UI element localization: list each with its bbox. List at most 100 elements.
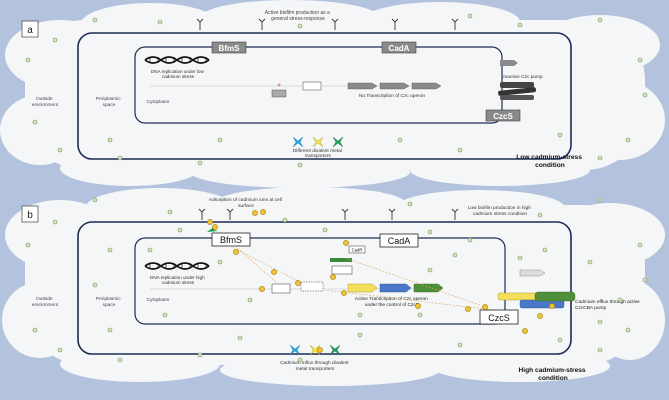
- ion-dot: [457, 147, 463, 153]
- panel-b-receptors: [198, 208, 459, 220]
- ion-dot: [57, 347, 63, 353]
- panel-b-active-pump: [497, 269, 576, 309]
- panel-a-receptors: [196, 18, 459, 30]
- panel-a-no-transcription: No Transcription of Czc operon: [359, 93, 425, 99]
- panel-b-cadmium-ions: [207, 209, 555, 353]
- ion-dot: [233, 249, 239, 255]
- panel-b-pump-czca: [534, 291, 576, 302]
- panel-a-bfms-label: BfmS: [219, 44, 241, 53]
- ion-dot: [259, 286, 265, 292]
- ion-dot: [597, 347, 603, 353]
- ion-dot: [177, 227, 183, 233]
- panel-b-bfms-box: [211, 232, 251, 247]
- panel-b-dna-helix: [144, 262, 210, 270]
- ion-dot: [597, 17, 603, 23]
- ion-dot: [557, 337, 563, 343]
- panel-a-dna-label: DNA replication under low cadmium stress: [151, 69, 205, 79]
- panel-b-letter-box: [21, 205, 39, 223]
- panel-a-cada-label: CadA: [389, 44, 410, 53]
- ion-dot: [212, 224, 218, 230]
- panel-b-transporter-blue: [289, 344, 301, 356]
- ion-dot: [343, 240, 349, 246]
- ion-dot: [107, 247, 113, 253]
- ion-dot: [167, 209, 173, 215]
- ion-dot: [517, 22, 523, 28]
- panel-b-inner-membrane: [134, 237, 506, 325]
- ion-dot: [32, 119, 38, 125]
- ion-dot: [457, 342, 463, 348]
- panel-b-transporter-green: [329, 344, 341, 356]
- panel-b-letter: b: [27, 210, 33, 221]
- panel-a-transporters-label: Different divalent metal transporters: [293, 148, 343, 159]
- panel-b-pump-czcb: [519, 299, 565, 309]
- ion-dot: [617, 297, 623, 303]
- panel-b-periplasmic-label: Periplasmic space: [96, 296, 122, 308]
- ion-dot: [217, 137, 223, 143]
- panel-a-ions: [25, 13, 648, 168]
- ion-dot: [282, 217, 288, 223]
- ion-dot: [217, 259, 223, 265]
- ion-dot: [642, 277, 648, 283]
- panel-a-promoter-box: [302, 81, 322, 91]
- panel-a-czcs-box: [485, 109, 521, 122]
- panel-a-phosphate-dot: [277, 83, 281, 87]
- panel-b-transporters: [289, 344, 341, 356]
- panel-a-cada-box: [381, 41, 417, 54]
- ion-dot: [642, 92, 648, 98]
- ion-dot: [162, 312, 168, 318]
- ion-dot: [52, 219, 58, 225]
- ion-dot: [557, 132, 563, 138]
- panel-b-green-arrow: [207, 226, 218, 232]
- ion-dot: [587, 259, 593, 265]
- panel-b-cadr-gene: [330, 258, 352, 262]
- panel-b-cytoplasm-label: Cytoplasm: [147, 297, 170, 303]
- panel-a: a Active biofilm production as a general…: [0, 0, 665, 188]
- ion-dot: [317, 347, 323, 353]
- ion-dot: [330, 274, 336, 280]
- panel-a-letter: a: [27, 25, 33, 36]
- ion-dot: [417, 312, 423, 318]
- ion-dot: [625, 327, 631, 333]
- panel-b-cadr-box: [348, 245, 366, 254]
- panel-a-periplasmic-label: Periplasmic space: [96, 96, 122, 108]
- ion-dot: [482, 304, 488, 310]
- panel-a-outside-label: Outside environment: [32, 96, 59, 108]
- panel-a-condition: Low cadmium-stress condition: [516, 154, 583, 169]
- ion-dot: [322, 227, 328, 233]
- ion-dot: [197, 160, 203, 166]
- panel-a-inactive-pump-label: Inactive Czc pump: [503, 74, 543, 80]
- panel-b-condition: High cadmium-stress condition: [519, 367, 588, 382]
- panel-b-outer-membrane: [77, 221, 572, 355]
- ion-dot: [52, 37, 58, 43]
- ion-dot: [32, 327, 38, 333]
- ion-dot: [637, 57, 643, 63]
- ion-dot: [207, 219, 213, 225]
- panel-a-czc-gene-a: [411, 82, 442, 90]
- ion-dot: [237, 335, 243, 341]
- panel-b-promoter-box: [331, 265, 353, 275]
- panel-a-outer-membrane: [77, 32, 572, 160]
- ion-dot: [295, 280, 301, 286]
- ion-dot: [625, 137, 631, 143]
- panel-a-transporter-green: [332, 136, 344, 148]
- ion-dot: [452, 252, 458, 258]
- ion-dot: [252, 210, 258, 216]
- panel-a-czcs-label: CzcS: [493, 112, 513, 121]
- panel-b-adsorption: Adsorption of cadmium ions at cell surfa…: [209, 197, 283, 209]
- ion-dot: [341, 290, 347, 296]
- panel-b-low-biofilm: Low biofilm production in high cadmium s…: [468, 205, 533, 217]
- ion-dot: [297, 357, 303, 363]
- ion-dot: [57, 147, 63, 153]
- ion-dot: [117, 155, 123, 161]
- panel-b-czc-operon: [347, 283, 444, 293]
- ion-dot: [467, 237, 473, 243]
- ion-dot: [465, 306, 471, 312]
- panel-b: b Adsorption of cadmium ions at cell sur…: [2, 187, 665, 386]
- panel-b-czc-gene-c: [347, 283, 378, 293]
- ion-dot: [537, 313, 543, 319]
- panel-b-cloud: [2, 187, 665, 386]
- ion-dot: [597, 319, 603, 325]
- ion-dot: [549, 303, 555, 309]
- panel-a-transporters: [292, 136, 344, 148]
